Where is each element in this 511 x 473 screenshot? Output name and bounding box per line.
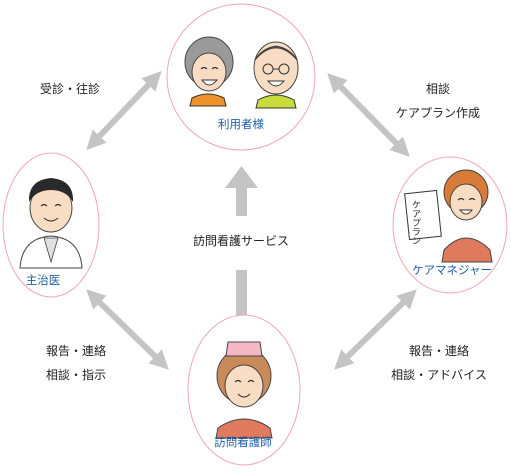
arrow-patients-care-manager [327,73,410,157]
relation-nurse-service-line1: 訪問看護サービス [193,233,289,248]
relation-patients-care-manager-line1: 相談 [426,81,450,96]
node-care-manager-label: ケアマネジャー [412,263,492,277]
arrow-service-shaft-lower [236,270,247,316]
node-patients-label: 利用者様 [218,117,264,131]
relation-patients-care-manager-line2: ケアプラン作成 [396,106,480,120]
arrows [86,71,417,370]
nurse-illustration [215,341,273,439]
node-patients: 利用者様 [166,3,316,151]
care-plan-sign-text: ケアプラン [410,200,421,245]
node-care-manager: ケアプラン ケアマネジャー [392,156,508,294]
arrow-service-shaft-upper [236,186,247,216]
relation-care-manager-nurse-line1: 報告・連絡 [409,343,469,358]
care-plan-sign: ケアプラン [404,189,442,245]
node-nurse: 訪問看護師 [187,314,301,466]
relation-doctor-nurse-line1: 報告・連絡 [46,343,106,358]
arrow-care-manager-nurse [334,289,417,370]
node-nurse-label: 訪問看護師 [214,435,272,449]
doctor-illustration [19,178,83,269]
arrow-service-head [225,166,258,188]
node-doctor-label: 主治医 [26,273,61,287]
relation-care-manager-nurse-line2: 相談・アドバイス [391,367,487,382]
patient-man-illustration [253,41,299,109]
relation-doctor-nurse-line2: 相談・指示 [46,367,106,382]
care-manager-illustration [441,169,493,263]
arrow-patients-doctor [86,71,162,150]
node-doctor: 主治医 [2,152,100,298]
relation-labels: 受診・往診 相談 ケアプラン作成 訪問看護サービス 報告・連絡 相談・指示 報告… [40,81,487,382]
relation-patients-doctor-line1: 受診・往診 [40,81,100,96]
arrow-doctor-nurse [86,289,169,370]
patient-woman-illustration [184,36,234,107]
